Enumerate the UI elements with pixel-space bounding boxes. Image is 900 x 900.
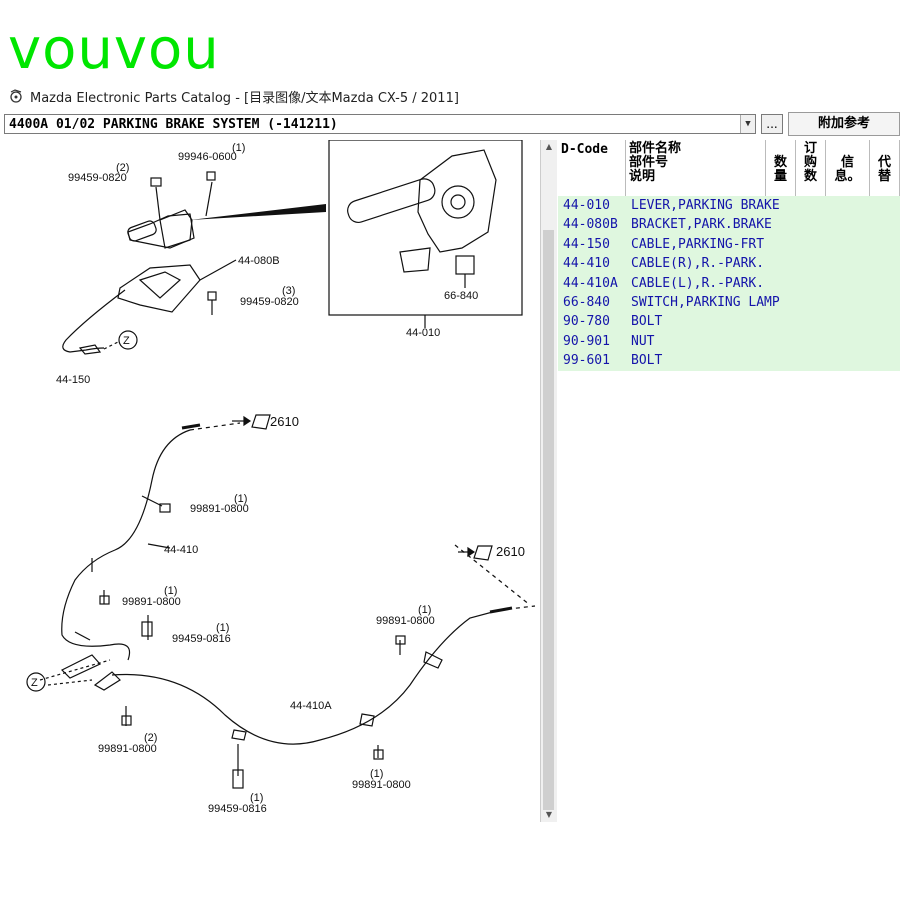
watermark: vouvou [8,17,220,82]
qty-99459-0816-b: (1) [250,792,263,804]
qty-99891-d: (2) [144,732,157,744]
z-marker-b: Z [31,677,38,689]
row-dcode: 44-150 [563,236,610,252]
qty-99891-e: (1) [370,768,383,780]
row-part-name: LEVER,PARKING BRAKE [631,198,780,213]
row-part-name: NUT [631,333,655,349]
label-44-150: 44-150 [56,374,90,386]
label-44-410a: 44-410A [290,700,332,712]
scroll-down-icon[interactable]: ▼ [545,810,553,819]
row-part-name: SWITCH,PARKING LAMP [631,294,780,310]
table-body: 44-010 LEVER,PARKING BRAKE 44-080B BRACKET… [558,196,900,371]
col-dcode-label: D-Code [561,142,608,157]
label-44-010: 44-010 [406,327,440,339]
row-dcode: 90-901 [563,333,610,349]
scrollbar-thumb[interactable] [543,230,554,810]
row-dcode: 44-080B [563,217,618,233]
label-nut-99891-0800-c: 99891-0800 [376,615,435,627]
qty-99891-a: (1) [234,493,247,505]
section-select-value: 4400A 01/02 PARKING BRAKE SYSTEM (-14121… [9,117,338,132]
row-part-name: CABLE(R),R.-PARK. [631,256,765,272]
label-nut-99891-0800-e: 99891-0800 [352,779,411,791]
col-part-name[interactable]: 部件名称 部件号 说明 [626,140,766,196]
qty-99946-0600: (1) [232,142,245,154]
toolbar: 4400A 01/02 PARKING BRAKE SYSTEM (-14121… [0,112,900,138]
table-row[interactable]: 44-150 CABLE,PARKING-FRT [558,235,900,254]
row-part-name: CABLE,PARKING-FRT [631,236,765,252]
label-bolt-99459-0816-a: 99459-0816 [172,633,231,645]
ref-2610-b[interactable]: 2610 [496,544,525,559]
table-row[interactable]: 90-901 NUT [558,332,900,351]
window-title: Mazda Electronic Parts Catalog - [目录图像/文… [30,90,459,106]
table-row[interactable]: 44-080B BRACKET,PARK.BRAKE [558,215,900,234]
col-part-name-line1: 部件名称 [629,141,682,156]
col-dcode[interactable]: D-Code [558,140,626,196]
table-row[interactable]: 44-010 LEVER,PARKING BRAKE [558,196,900,215]
table-row[interactable]: 90-780 BOLT [558,312,900,331]
col-order-label: 订购数 [803,141,817,184]
section-select[interactable]: 4400A 01/02 PARKING BRAKE SYSTEM (-14121… [4,114,756,134]
row-dcode: 44-410 [563,256,610,272]
col-alt[interactable]: 代替 [870,140,900,196]
label-bolt-99459-0816-b: 99459-0816 [208,803,267,815]
diagram-scrollbar[interactable]: ▲ ▼ [540,140,557,822]
table-row[interactable]: 66-840 SWITCH,PARKING LAMP [558,293,900,312]
row-dcode: 99-601 [563,353,610,369]
window-titlebar: Mazda Electronic Parts Catalog - [目录图像/文… [0,84,900,108]
label-nut-99891-0800-d: 99891-0800 [98,743,157,755]
row-part-name: BRACKET,PARK.BRAKE [631,217,772,233]
additional-reference-button[interactable]: 附加参考 [788,112,900,136]
z-marker-a: Z [123,335,130,347]
col-order[interactable]: 订购数 [796,140,826,196]
label-bolt-99459-0820-b: 99459-0820 [240,296,299,308]
qty-99891-c: (1) [418,604,431,616]
col-qty[interactable]: 数量 [766,140,796,196]
row-part-name: BOLT [631,314,663,330]
label-66-840: 66-840 [444,290,478,302]
col-part-name-line3: 说明 [629,169,656,184]
row-part-name: BOLT [631,353,663,369]
table-header: D-Code 部件名称 部件号 说明 数量 订购数 信息。 代替 [558,140,900,197]
qty-99459-0816-a: (1) [216,622,229,634]
parts-diagram[interactable]: 99946-0600 (1) 99459-0820 (2) 44-080B 99… [0,140,540,820]
parts-table: D-Code 部件名称 部件号 说明 数量 订购数 信息。 代替 44-010 L… [558,140,900,820]
app-icon [10,89,22,103]
row-part-name: CABLE(L),R.-PARK. [631,275,765,291]
scroll-up-icon[interactable]: ▲ [545,142,553,151]
row-dcode: 44-410A [563,275,618,291]
qty-99891-b: (1) [164,585,177,597]
chevron-down-icon[interactable]: ▼ [740,115,755,133]
col-part-name-line2: 部件号 [629,155,669,170]
table-row[interactable]: 44-410A CABLE(L),R.-PARK. [558,274,900,293]
table-row[interactable]: 99-601 BOLT [558,351,900,370]
label-bolt-99459-0820-a: 99459-0820 [68,172,127,184]
label-nut-99891-0800-b: 99891-0800 [122,596,181,608]
row-dcode: 44-010 [563,198,610,213]
qty-99459-0820-b: (3) [282,285,295,297]
ref-2610-a[interactable]: 2610 [270,414,299,429]
label-bolt-99946-0600: 99946-0600 [178,151,237,163]
row-dcode: 90-780 [563,314,610,330]
col-qty-label: 数量 [773,155,787,184]
col-alt-label: 代替 [877,155,891,184]
table-row[interactable]: 44-410 CABLE(R),R.-PARK. [558,254,900,273]
diagram-canvas: 99946-0600 (1) 99459-0820 (2) 44-080B 99… [26,140,536,815]
qty-99459-0820-a: (2) [116,162,129,174]
browse-button[interactable]: ... [761,114,783,134]
row-dcode: 66-840 [563,294,610,310]
label-nut-99891-0800-a: 99891-0800 [190,503,249,515]
col-info[interactable]: 信息。 [826,140,870,196]
label-44-080b: 44-080B [238,255,280,267]
col-info-label: 信息。 [834,155,861,184]
label-44-410: 44-410 [164,544,198,556]
